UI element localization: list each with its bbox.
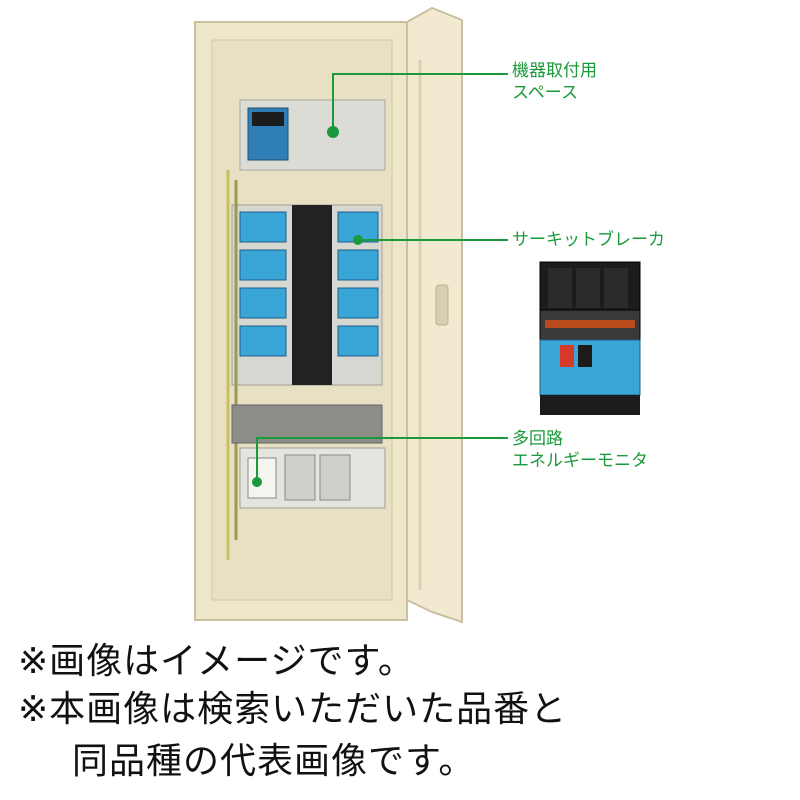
energy-monitor-unit <box>231 404 386 509</box>
circuit-breaker-label: サーキットブレーカ <box>512 230 665 250</box>
image-disclaimer-line-3: 同品種の代表画像です。 <box>72 741 476 782</box>
callout-lines <box>256 73 508 482</box>
breaker-array <box>231 204 383 386</box>
equipment-mounting-plate <box>239 99 386 171</box>
distribution-panel-photo <box>194 6 641 624</box>
equipment-space-label: 機器取付用 スペース <box>512 61 597 103</box>
energy-monitor-label: 多回路 エネルギーモニタ <box>512 429 648 471</box>
circuit-breaker-product <box>539 261 641 415</box>
image-disclaimer-line-1: ※画像はイメージです。 <box>18 641 415 682</box>
image-disclaimer-line-2: ※本画像は検索いただいた品番と <box>18 689 568 730</box>
wiring <box>226 170 238 560</box>
